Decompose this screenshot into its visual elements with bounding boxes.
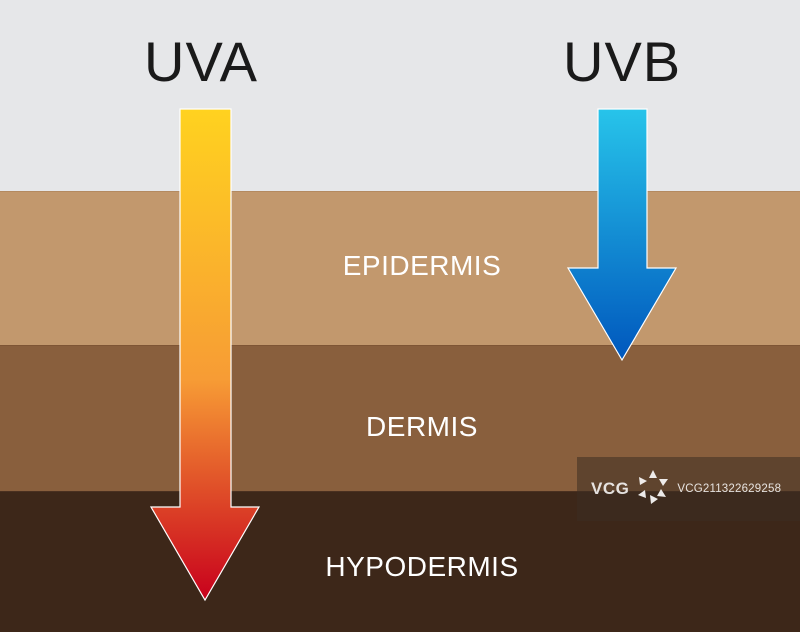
watermark-brand: VCG (591, 479, 630, 498)
dermis-label: DERMIS (366, 411, 478, 442)
watermark: VCG VCG211322629258 (577, 457, 800, 521)
background-air (0, 0, 800, 191)
hypodermis-label: HYPODERMIS (325, 551, 519, 582)
uvb-arrow (566, 108, 678, 362)
uva-arrow (149, 108, 261, 602)
uva-title: UVA (144, 30, 258, 93)
uvb-title: UVB (563, 30, 682, 93)
watermark-id: VCG211322629258 (677, 483, 782, 495)
epidermis-label: EPIDERMIS (342, 250, 502, 281)
watermark-logo-icon (633, 467, 673, 512)
